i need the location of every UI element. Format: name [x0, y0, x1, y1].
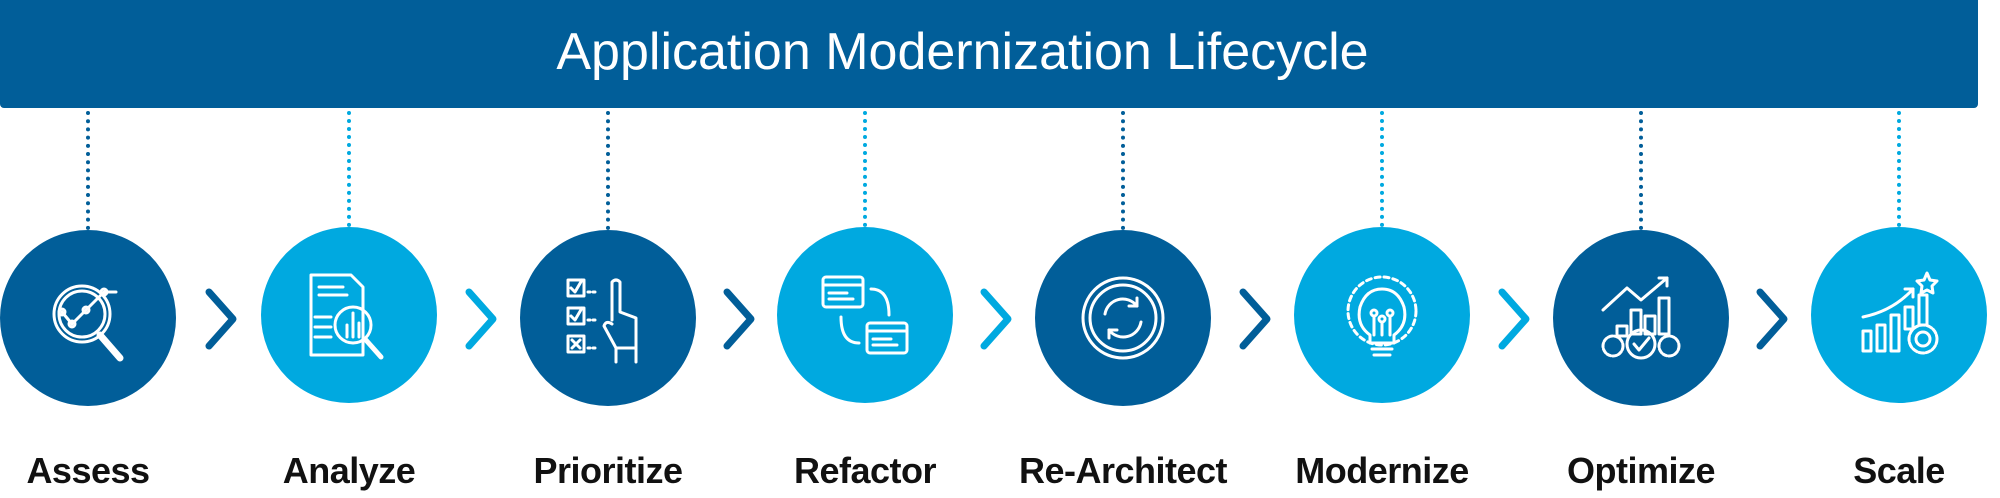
- step-refactor-circle: [777, 227, 953, 403]
- growth-chart-gear-icon: [1861, 271, 1939, 355]
- chart-gears-check-icon: [1601, 276, 1681, 360]
- step-optimize-circle: [1553, 230, 1729, 406]
- chevron-right-icon: [980, 288, 1012, 350]
- connector-dotted-line: [86, 111, 90, 230]
- step-modernize-circle: [1294, 227, 1470, 403]
- checklist-hand-icon: [566, 278, 638, 364]
- code-windows-cycle-icon: [821, 275, 909, 355]
- step-label: Assess: [26, 450, 150, 491]
- step-label: Optimize: [1566, 450, 1716, 491]
- lightbulb-gear-icon: [1346, 275, 1418, 357]
- step-scale-circle: [1811, 227, 1987, 403]
- chevron-right-icon: [1239, 288, 1270, 350]
- chevron-right-icon: [1756, 288, 1788, 350]
- title-banner: Application Modernization Lifecycle: [0, 0, 1978, 108]
- chevron-right-icon: [205, 288, 236, 350]
- step-label: Modernize: [1295, 450, 1469, 491]
- magnifier-chart-icon: [52, 284, 124, 362]
- step-prioritize-circle: [520, 230, 696, 406]
- step-label: Re-Architect: [1018, 450, 1228, 491]
- step-assess-circle: [0, 230, 176, 406]
- refresh-cycle-icon: [1081, 276, 1165, 360]
- connector-dotted-line: [1897, 111, 1901, 227]
- step-analyze-circle: [261, 227, 437, 403]
- page-title: Application Modernization Lifecycle: [556, 23, 1369, 81]
- step-label: Scale: [1853, 450, 1945, 491]
- step-label: Analyze: [282, 450, 416, 491]
- connector-dotted-line: [1639, 111, 1643, 230]
- chevron-right-icon: [465, 288, 496, 350]
- connector-dotted-line: [606, 111, 610, 230]
- document-magnifier-icon: [309, 273, 384, 360]
- chevron-right-icon: [1498, 288, 1529, 350]
- connector-dotted-line: [1121, 111, 1125, 230]
- connector-dotted-line: [1380, 111, 1384, 227]
- step-label: Prioritize: [533, 450, 683, 491]
- chevron-right-icon: [723, 288, 754, 350]
- step-re-architect-circle: [1035, 230, 1211, 406]
- connector-dotted-line: [863, 111, 867, 227]
- connector-dotted-line: [347, 111, 351, 227]
- step-label: Refactor: [793, 450, 937, 491]
